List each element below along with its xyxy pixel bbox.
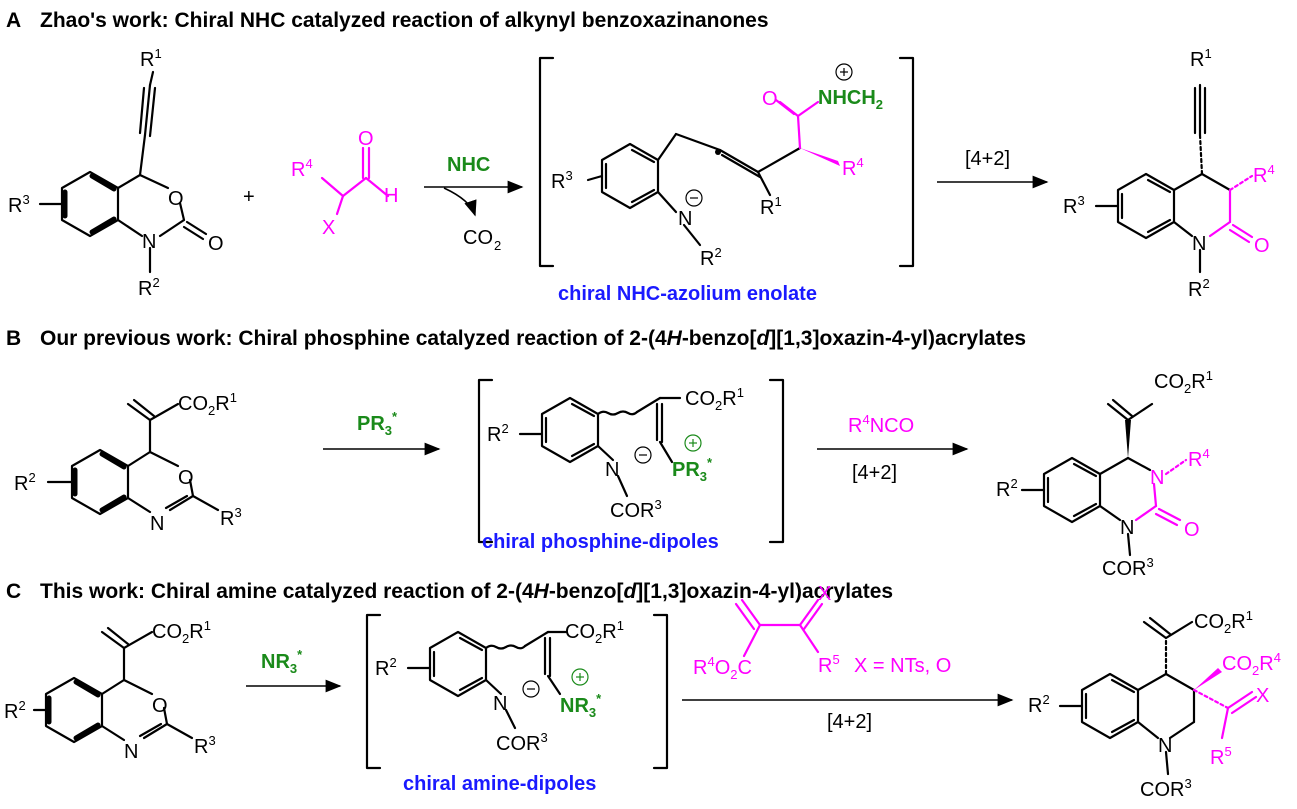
- svg-text:R3: R3: [8, 192, 30, 217]
- step-label-c: [4+2]: [827, 711, 872, 733]
- svg-text:O: O: [168, 188, 184, 210]
- svg-text:R2: R2: [1188, 276, 1210, 301]
- panel-a-letter: A: [6, 9, 21, 32]
- label-chiral-amine-dipoles: chiral amine-dipoles: [403, 773, 596, 795]
- benzoxazine-acrylate-b-structure: CO2R1 O N R3 R2: [14, 390, 242, 535]
- svg-text:R2: R2: [487, 421, 509, 446]
- label-chiral-phosphine-dipoles: chiral phosphine-dipoles: [482, 531, 719, 553]
- svg-text:CO2R1: CO2R1: [685, 385, 744, 413]
- svg-text:CO2R1: CO2R1: [178, 390, 237, 418]
- azolium-enolate-structure: R3 N R2 R1 O NHCH2 R4: [551, 63, 883, 270]
- svg-text:R2: R2: [14, 470, 36, 495]
- aldehyde-structure: R4 O H X: [291, 128, 398, 239]
- svg-text:R4: R4: [1188, 446, 1210, 471]
- svg-text:O: O: [1254, 235, 1270, 257]
- svg-text:N: N: [1120, 517, 1134, 539]
- svg-text:R4O2C: R4O2C: [693, 654, 752, 682]
- svg-text:N: N: [124, 741, 138, 763]
- svg-text:O: O: [762, 88, 778, 110]
- svg-text:NHCH2: NHCH2: [818, 87, 883, 112]
- svg-text:CO2R1: CO2R1: [565, 618, 624, 646]
- svg-text:O: O: [358, 128, 374, 150]
- svg-text:R3: R3: [551, 168, 573, 193]
- product-c-structure: CO2R1 CO2R4 X R5 N COR3 R2: [1028, 608, 1281, 801]
- svg-text:O: O: [208, 233, 224, 255]
- svg-text:N: N: [1192, 233, 1206, 255]
- svg-text:R2: R2: [375, 655, 397, 680]
- svg-text:R2: R2: [138, 275, 160, 300]
- amine-dipole-structure: CO2R1 N NR3* COR3 R2: [375, 618, 624, 755]
- catalyst-pr3: PR3*: [357, 409, 398, 438]
- panel-b-letter: B: [6, 327, 21, 350]
- panel-a: A Zhao's work: Chiral NHC catalyzed reac…: [6, 9, 1275, 305]
- svg-text:PR3*: PR3*: [672, 455, 713, 484]
- svg-text:CO2R1: CO2R1: [1194, 608, 1253, 636]
- plus-sign: +: [243, 186, 255, 208]
- panel-c-letter: C: [6, 580, 21, 603]
- svg-text:R2: R2: [700, 245, 722, 270]
- benzoxazine-acrylate-c-structure: CO2R1 O N R3 R2: [4, 618, 216, 763]
- svg-text:N: N: [1150, 467, 1164, 489]
- catalyst-nhc: NHC: [447, 154, 490, 176]
- step-label-a: [4+2]: [965, 148, 1010, 170]
- svg-text:H: H: [384, 185, 398, 207]
- catalyst-nr3: NR3*: [261, 647, 303, 676]
- panel-c: C This work: Chiral amine catalyzed reac…: [4, 580, 1281, 801]
- svg-text:X: X: [818, 583, 831, 605]
- svg-text:R4: R4: [1253, 162, 1275, 187]
- svg-text:R1: R1: [1190, 46, 1212, 71]
- svg-text:CO2R1: CO2R1: [152, 618, 211, 646]
- svg-text:R2: R2: [4, 698, 26, 723]
- svg-text:CO: CO: [463, 227, 493, 249]
- x-definition: X = NTs, O: [854, 655, 951, 677]
- phosphine-dipole-structure: CO2R1 N PR3* COR3 R2: [487, 385, 744, 522]
- svg-text:COR3: COR3: [1140, 776, 1192, 801]
- svg-text:O: O: [178, 467, 194, 489]
- svg-text:R2: R2: [1028, 692, 1050, 717]
- step-label-b: [4+2]: [852, 462, 897, 484]
- product-b-structure: CO2R1 N R4 O N COR3 R2: [996, 368, 1213, 580]
- svg-text:N: N: [678, 208, 692, 230]
- svg-text:R5: R5: [818, 652, 840, 677]
- svg-text:N: N: [150, 513, 164, 535]
- svg-text:O: O: [1184, 519, 1200, 541]
- svg-text:N: N: [1158, 735, 1172, 757]
- svg-text:R1: R1: [760, 194, 782, 219]
- svg-text:N: N: [142, 231, 156, 253]
- co2-label: CO 2: [463, 227, 501, 253]
- alkynyl-benzoxazinanone-structure: R1 O O N R2 R3: [8, 46, 224, 300]
- svg-text:CO2R4: CO2R4: [1222, 650, 1281, 678]
- product-a-structure: R1 R4 O N R2 R3: [1063, 46, 1275, 301]
- svg-text:O: O: [152, 695, 168, 717]
- panel-b-title: Our previous work: Chiral phosphine cata…: [40, 327, 1026, 350]
- svg-text:CO2R1: CO2R1: [1154, 368, 1213, 396]
- svg-text:COR3: COR3: [496, 730, 548, 755]
- reagent-isocyanate: R4NCO: [848, 412, 914, 437]
- svg-text:X: X: [322, 217, 335, 239]
- svg-text:R1: R1: [140, 46, 162, 71]
- panel-c-title: This work: Chiral amine catalyzed reacti…: [40, 580, 893, 603]
- svg-text:R3: R3: [220, 505, 242, 530]
- svg-text:X: X: [1256, 685, 1269, 707]
- svg-text:2: 2: [494, 238, 501, 253]
- svg-text:R3: R3: [1063, 193, 1085, 218]
- svg-text:R3: R3: [194, 733, 216, 758]
- svg-text:R4: R4: [291, 156, 313, 181]
- svg-text:COR3: COR3: [1102, 555, 1154, 580]
- panel-b: B Our previous work: Chiral phosphine ca…: [6, 327, 1213, 580]
- svg-text:R2: R2: [996, 476, 1018, 501]
- panel-a-title: Zhao's work: Chiral NHC catalyzed reacti…: [40, 9, 769, 32]
- svg-text:COR3: COR3: [610, 497, 662, 522]
- label-chiral-nhc-azolium-enolate: chiral NHC-azolium enolate: [558, 283, 817, 305]
- svg-text:N: N: [605, 459, 619, 481]
- svg-text:NR3*: NR3*: [560, 691, 602, 720]
- svg-text:R5: R5: [1210, 744, 1232, 769]
- svg-text:N: N: [493, 693, 507, 715]
- svg-text:R4: R4: [842, 155, 864, 180]
